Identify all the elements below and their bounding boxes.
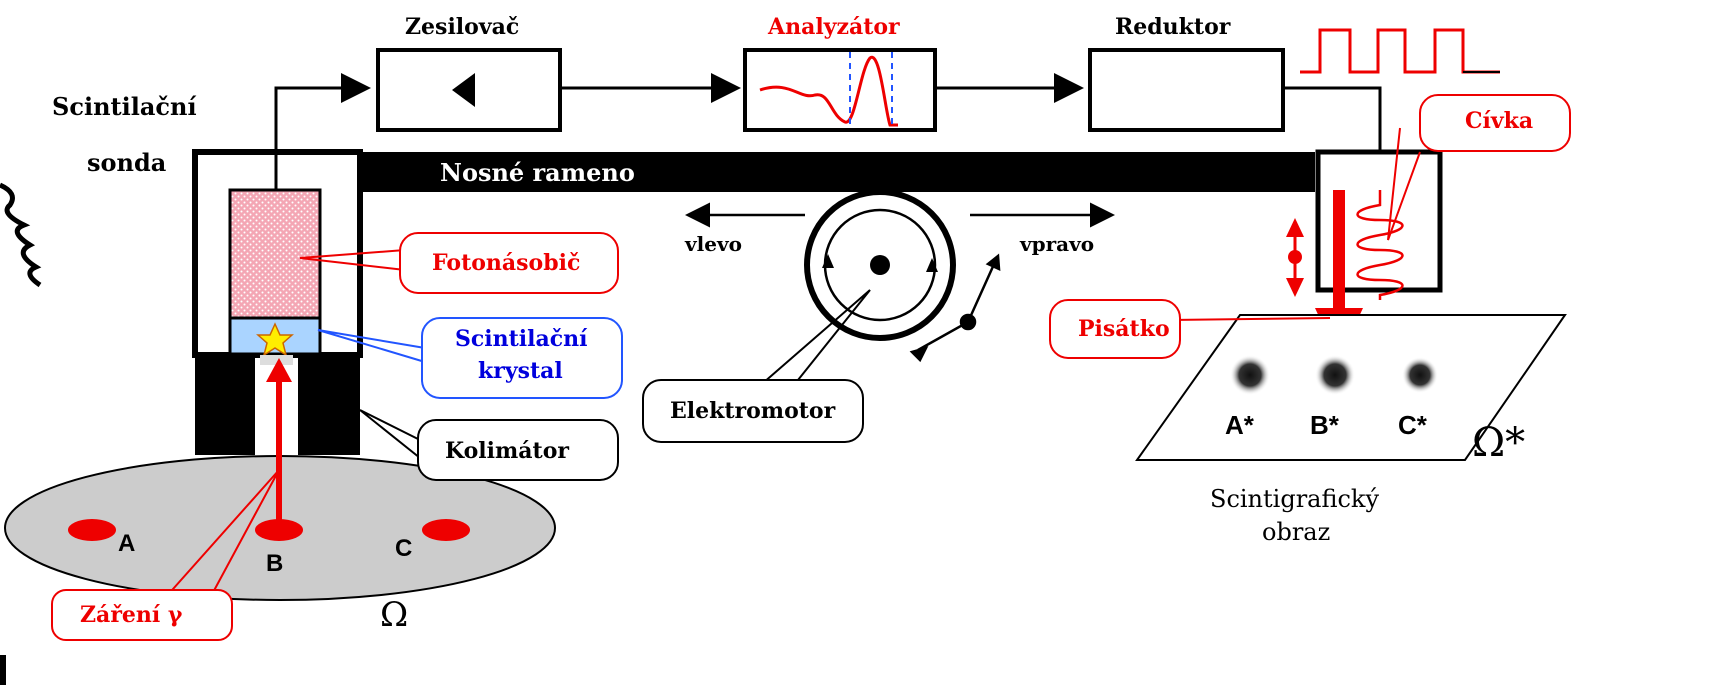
decorative-edge-ornament xyxy=(0,182,42,685)
label-scintigraficky-obraz-1: Scintigrafický xyxy=(1210,485,1380,513)
source-a xyxy=(68,519,116,541)
coil xyxy=(1356,190,1404,300)
zareni-callout-box xyxy=(51,589,233,641)
label-nosne-rameno: Nosné rameno xyxy=(440,158,635,187)
label-pisatko: Pisátko xyxy=(1078,316,1170,342)
label-zesilovac: Zesilovač xyxy=(405,14,520,40)
label-omega: Ω xyxy=(380,595,409,635)
label-kolimator: Kolimátor xyxy=(445,438,569,464)
label-civka: Cívka xyxy=(1465,108,1534,134)
electromotor xyxy=(804,189,956,341)
label-vlevo: vlevo xyxy=(685,232,742,256)
label-scintilacni-krystal-2: krystal xyxy=(478,358,563,384)
pulse-train xyxy=(1300,28,1500,74)
label-source-c: C xyxy=(395,535,413,562)
label-analyzator: Analyzátor xyxy=(768,14,900,40)
fotonasobic-callout-box xyxy=(399,232,619,294)
analyzer-spectrum xyxy=(759,56,898,127)
label-omega-star: Ω* xyxy=(1472,420,1526,466)
kolimator-callout-box xyxy=(417,419,619,481)
label-scintilacni-sonda-2: sonda xyxy=(87,148,167,177)
vertical-motion-indicator xyxy=(1286,218,1304,297)
image-spot-c xyxy=(1402,357,1438,393)
label-fotonasobic: Fotonásobič xyxy=(432,250,581,276)
label-elektromotor: Elektromotor xyxy=(670,398,836,424)
stylus xyxy=(1333,190,1345,310)
label-image-b: B* xyxy=(1310,410,1339,440)
pisatko-callout-box xyxy=(1049,299,1181,359)
label-scintigraficky-obraz-2: obraz xyxy=(1262,518,1331,546)
callout-pointers xyxy=(164,127,1421,599)
source-c xyxy=(422,519,470,541)
label-image-c: C* xyxy=(1398,410,1427,440)
label-source-a: A xyxy=(118,530,136,557)
scintillation-probe xyxy=(192,149,363,455)
label-reduktor: Reduktor xyxy=(1115,14,1231,40)
label-image-a: A* xyxy=(1225,410,1254,440)
elektromotor-callout-box xyxy=(642,379,864,443)
analyzer-box xyxy=(743,48,937,132)
civka-callout-box xyxy=(1419,94,1571,152)
amplifier-symbol xyxy=(452,73,475,107)
label-scintilacni-krystal-1: Scintilační xyxy=(455,326,588,352)
krystal-callout-box xyxy=(421,317,623,399)
reductor-box xyxy=(1088,48,1285,132)
crank-mechanism xyxy=(909,253,1001,363)
label-source-b: B xyxy=(266,550,284,577)
image-spot-a xyxy=(1230,355,1270,395)
source-b xyxy=(255,519,303,541)
label-zareni-gamma: Záření γ xyxy=(80,602,183,628)
image-paper xyxy=(1135,314,1567,461)
label-vpravo: vpravo xyxy=(1020,232,1095,256)
label-scintilacni-sonda-1: Scintilační xyxy=(52,92,197,121)
image-spot-b xyxy=(1315,355,1355,395)
